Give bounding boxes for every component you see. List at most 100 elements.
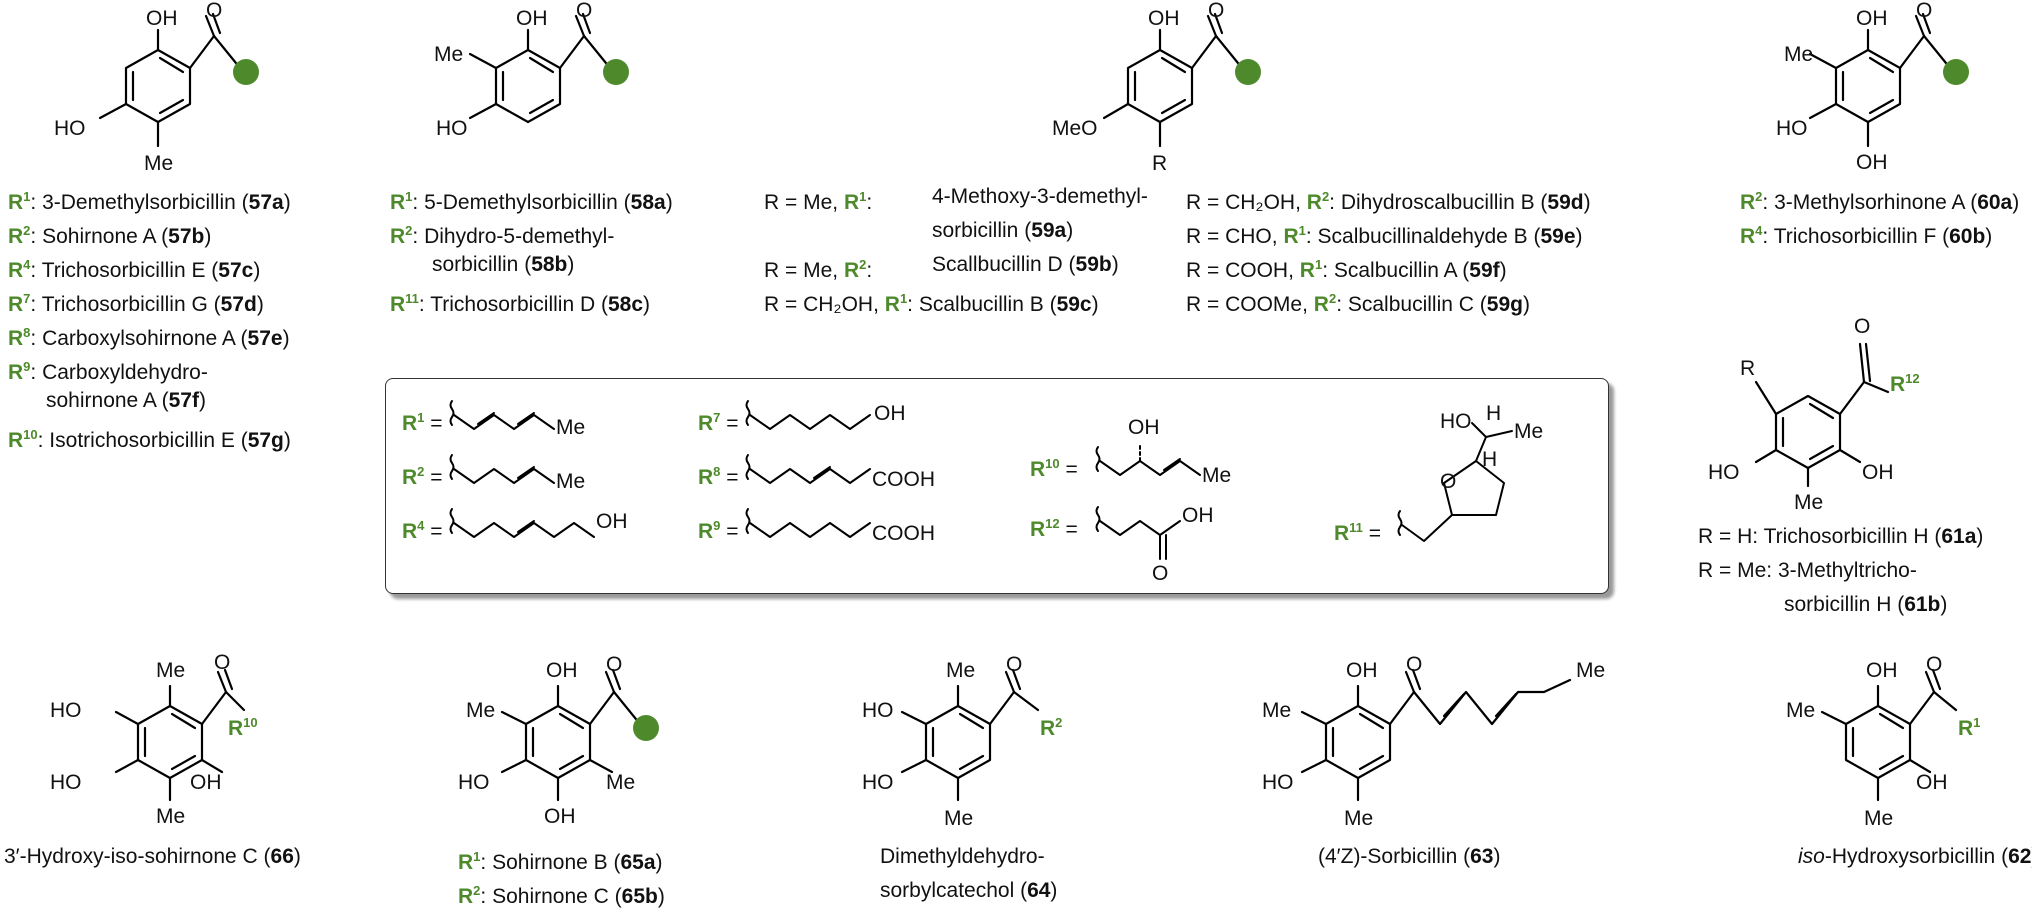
list-item: R = Me: 3-Methyltricho- xyxy=(1698,559,1917,582)
structure-61 xyxy=(1754,342,1890,488)
list-item: sorbicillin (58b) xyxy=(432,253,575,276)
atom-oh: OH xyxy=(1856,151,1888,174)
atom-oh: OH xyxy=(1856,7,1888,30)
atom-me: Me xyxy=(946,659,976,682)
list-item: R4: Trichosorbicillin F (60b) xyxy=(1740,223,1993,248)
list-item: R = CHO, R1: Scalbucillinaldehyde B (59e… xyxy=(1186,223,1583,248)
atom-oh: OH xyxy=(1346,659,1378,682)
list-item: 4-Methoxy-3-demethyl- xyxy=(932,185,1148,208)
atom-me: Me xyxy=(556,416,586,439)
atom-o: O xyxy=(1854,315,1871,338)
atom-ho: HO xyxy=(1776,117,1808,140)
list-item: sorbicillin H (61b) xyxy=(1784,593,1948,616)
atom-r: R xyxy=(1152,152,1168,175)
r11-definition: R11 = xyxy=(1334,520,1382,545)
atom-me: Me xyxy=(144,152,174,175)
atom-o: O xyxy=(576,0,593,22)
atom-me: Me xyxy=(466,699,496,722)
atom-o: O xyxy=(1926,653,1943,676)
caption-line: Dimethyldehydro- xyxy=(880,845,1045,868)
atom-oh: OH xyxy=(146,7,178,30)
list-item: R = COOH, R1: Scalbucillin A (59f) xyxy=(1186,257,1507,282)
atom-me: Me xyxy=(1202,464,1232,487)
list-item: R = CH₂OH, R2: Dihydroscalbucillin B (59… xyxy=(1186,189,1591,214)
atom-me: Me xyxy=(1514,420,1544,443)
structure-58 xyxy=(468,12,612,124)
list-item: R7: Trichosorbicillin G (57d) xyxy=(8,291,264,316)
atom-me: Me xyxy=(1784,43,1814,66)
atom-ho: HO xyxy=(862,699,894,722)
structure-62 xyxy=(1820,668,1958,802)
atom-oh: OH xyxy=(1182,504,1214,527)
r-group-dot xyxy=(633,715,659,741)
atom-oh: OH xyxy=(1148,7,1180,30)
atom-me: Me xyxy=(1864,807,1894,830)
structure-64 xyxy=(900,668,1040,802)
list-item: Scallbucillin D (59b) xyxy=(932,253,1119,276)
list-item: R8: Carboxylsohirnone A (57e) xyxy=(8,325,290,350)
r8-definition: R8 = xyxy=(698,464,739,489)
atom-me: Me xyxy=(434,43,464,66)
r1-label: R1 xyxy=(1958,715,1981,740)
atom-cooh: COOH xyxy=(872,468,935,491)
atom-h: H xyxy=(1486,402,1502,425)
list-item: R2: Sohirnone C (65b) xyxy=(458,883,665,908)
r-group-legend-box: R1 = Me R2 = Me R4 = OH R7 = OH R8 = COO… xyxy=(385,378,1609,594)
list-item: R10: Isotrichosorbicillin E (57g) xyxy=(8,427,291,452)
atom-ho: HO xyxy=(1440,410,1472,433)
atom-me: Me xyxy=(1576,659,1606,682)
r-group-chains xyxy=(449,400,1513,560)
structure-60 xyxy=(1808,12,1952,148)
atom-me: Me xyxy=(1794,491,1824,514)
caption-62: iso-Hydroxysorbicillin (62) xyxy=(1798,845,2032,868)
atom-oh: OH xyxy=(596,510,628,533)
atom-ho: HO xyxy=(436,117,468,140)
r10-label: R10 xyxy=(228,715,258,740)
atom-me: Me xyxy=(1786,699,1816,722)
atom-oh: OH xyxy=(1866,659,1898,682)
atom-o: O xyxy=(1208,0,1225,22)
atom-me: Me xyxy=(606,771,636,794)
caption-63: (4′Z)-Sorbicillin (63) xyxy=(1318,845,1501,868)
atom-oh: OH xyxy=(874,402,906,425)
atom-oh: OH xyxy=(546,659,578,682)
structure-65 xyxy=(500,668,642,802)
r7-definition: R7 = xyxy=(698,410,739,435)
r-group-dot xyxy=(233,59,259,85)
r1-definition: R1 = xyxy=(402,410,443,435)
structure-63 xyxy=(1300,668,1572,802)
r2-label: R2 xyxy=(1040,715,1063,740)
atom-o: O xyxy=(1916,0,1933,22)
r9-definition: R9 = xyxy=(698,518,739,543)
atom-ho: HO xyxy=(1262,771,1294,794)
list-item: R = Me, R1: xyxy=(764,189,873,214)
caption-66: 3′-Hydroxy-iso-sohirnone C (66) xyxy=(4,845,301,868)
structure-66 xyxy=(114,668,246,802)
atom-oh: OH xyxy=(1862,461,1894,484)
list-item: R = COOMe, R2: Scalbucillin C (59g) xyxy=(1186,291,1530,316)
atom-me: Me xyxy=(156,659,186,682)
list-item: R = Me, R2: xyxy=(764,257,873,282)
atom-ho: HO xyxy=(862,771,894,794)
atom-o: O xyxy=(1006,653,1023,676)
atom-me: Me xyxy=(1262,699,1292,722)
atom-oh: OH xyxy=(190,771,222,794)
atom-me: Me xyxy=(1344,807,1374,830)
atom-me: Me xyxy=(944,807,974,830)
atom-oh: OH xyxy=(516,7,548,30)
r10-definition: R10 = xyxy=(1030,456,1078,481)
list-item: R1: Sohirnone B (65a) xyxy=(458,849,663,874)
atom-me: Me xyxy=(556,470,586,493)
r-group-dot xyxy=(1235,59,1261,85)
list-item: R = H: Trichosorbicillin H (61a) xyxy=(1698,525,1984,548)
list-item: R11: Trichosorbicillin D (58c) xyxy=(390,291,651,316)
r12-label: R12 xyxy=(1890,371,1920,396)
list-item: R2: 3-Methylsorhinone A (60a) xyxy=(1740,189,2020,214)
r-group-dots xyxy=(233,59,1969,741)
structure-59 xyxy=(1102,12,1244,148)
atom-o: O xyxy=(1152,562,1169,585)
atom-oh: OH xyxy=(1916,771,1948,794)
structure-57 xyxy=(98,12,242,148)
list-item: R9: Carboxyldehydro- xyxy=(8,359,208,384)
list-item: R1: 3-Demethylsorbicillin (57a) xyxy=(8,189,291,214)
